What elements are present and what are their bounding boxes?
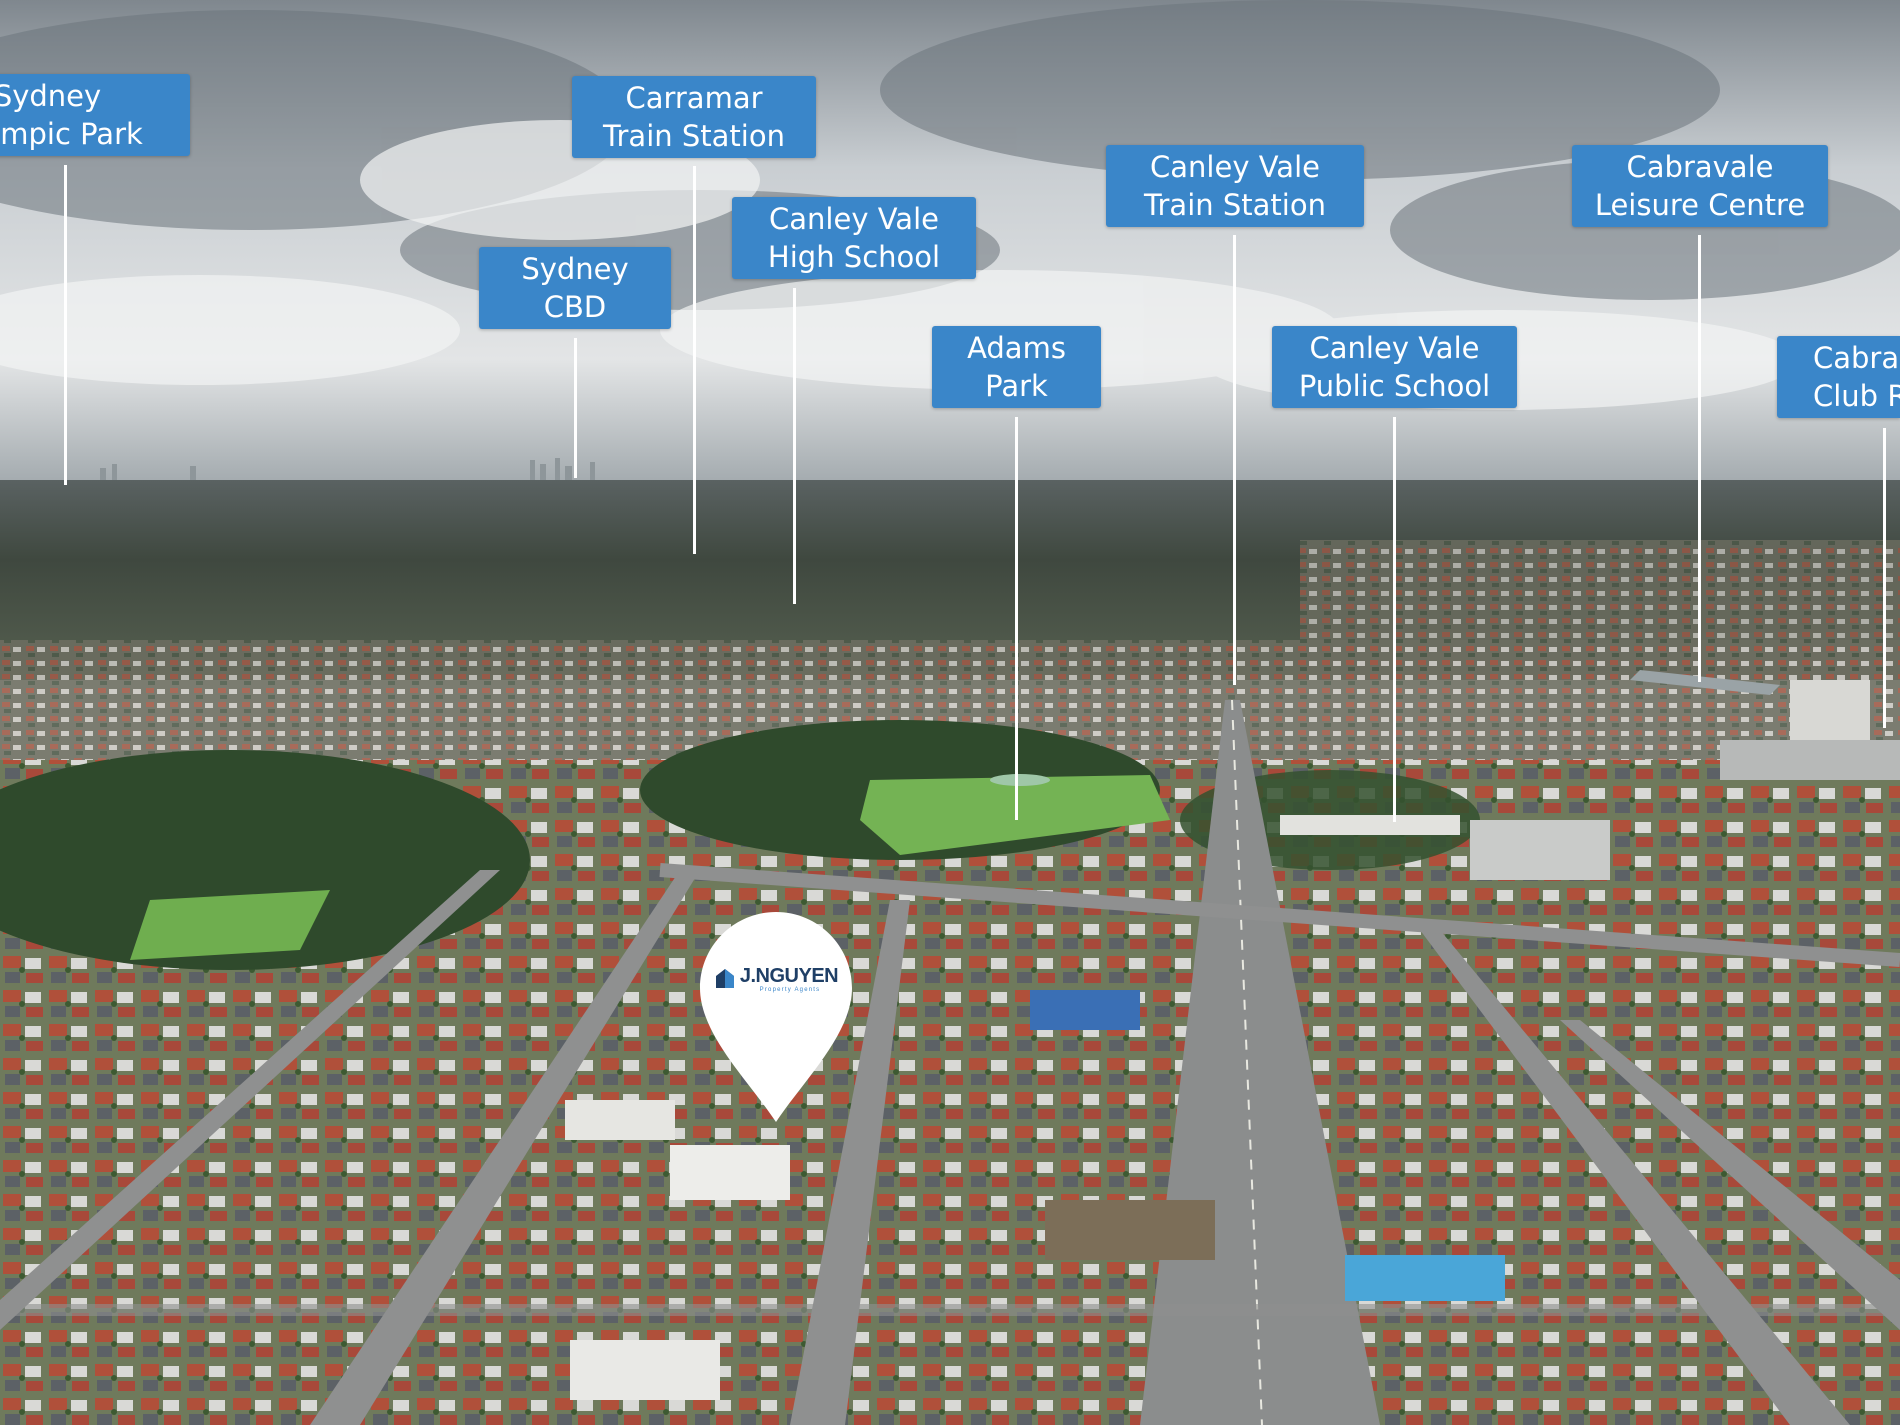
label-line1: Canley Vale [769,202,939,236]
location-pin [700,912,852,1122]
stem-canley-vale-high-school [793,288,796,604]
label-line1: Carramar [625,81,763,115]
label-canley-vale-train-station: Canley Vale Train Station [1106,145,1364,227]
label-line2: CBD [543,290,607,324]
stem-cabravale-club-resort [1883,428,1886,728]
brand-lockup: J.NGUYEN Property Agents [700,965,852,993]
label-adams-park: Adams Park [932,326,1101,408]
label-carramar-train-station: Carramar Train Station [572,76,816,158]
label-line1: Canley Vale [1309,331,1480,365]
stem-canley-vale-train-station [1233,235,1236,685]
label-line2: High School [767,240,941,274]
label-sydney-olympic-park: Sydney Olympic Park [0,74,190,156]
label-cabravale-leisure-centre: Cabravale Leisure Centre [1572,145,1828,227]
stem-adams-park [1015,417,1018,820]
label-cabravale-club-resort: Cabravale Club Resort [1777,336,1900,418]
label-line2: Public School [1298,369,1491,403]
label-canley-vale-public-school: Canley Vale Public School [1272,326,1517,408]
label-line2: Olympic Park [0,117,143,151]
stem-sydney-cbd [574,338,577,478]
label-line2: Club Resort [1813,379,1900,413]
stem-sydney-olympic-park [64,165,67,485]
house-logo-icon [715,968,734,988]
label-line2: Train Station [1144,188,1326,222]
label-line1: Sydney [521,252,629,286]
brand-tagline: Property Agents [759,986,821,993]
brand-name: J.NGUYEN [739,965,839,987]
label-line2: Train Station [603,119,785,153]
label-line1: Cabravale [1813,341,1900,375]
label-canley-vale-high-school: Canley Vale High School [732,197,976,279]
stem-cabravale-leisure-centre [1698,235,1701,682]
label-line2: Leisure Centre [1594,188,1806,222]
label-line1: Sydney [0,79,102,113]
label-line1: Canley Vale [1150,150,1320,184]
label-line1: Adams [967,331,1066,365]
label-sydney-cbd: Sydney CBD [479,247,671,329]
label-line2: Park [985,369,1048,403]
stem-carramar-train-station [693,166,696,554]
label-line1: Cabravale [1626,150,1774,184]
stem-canley-vale-public-school [1393,417,1396,822]
